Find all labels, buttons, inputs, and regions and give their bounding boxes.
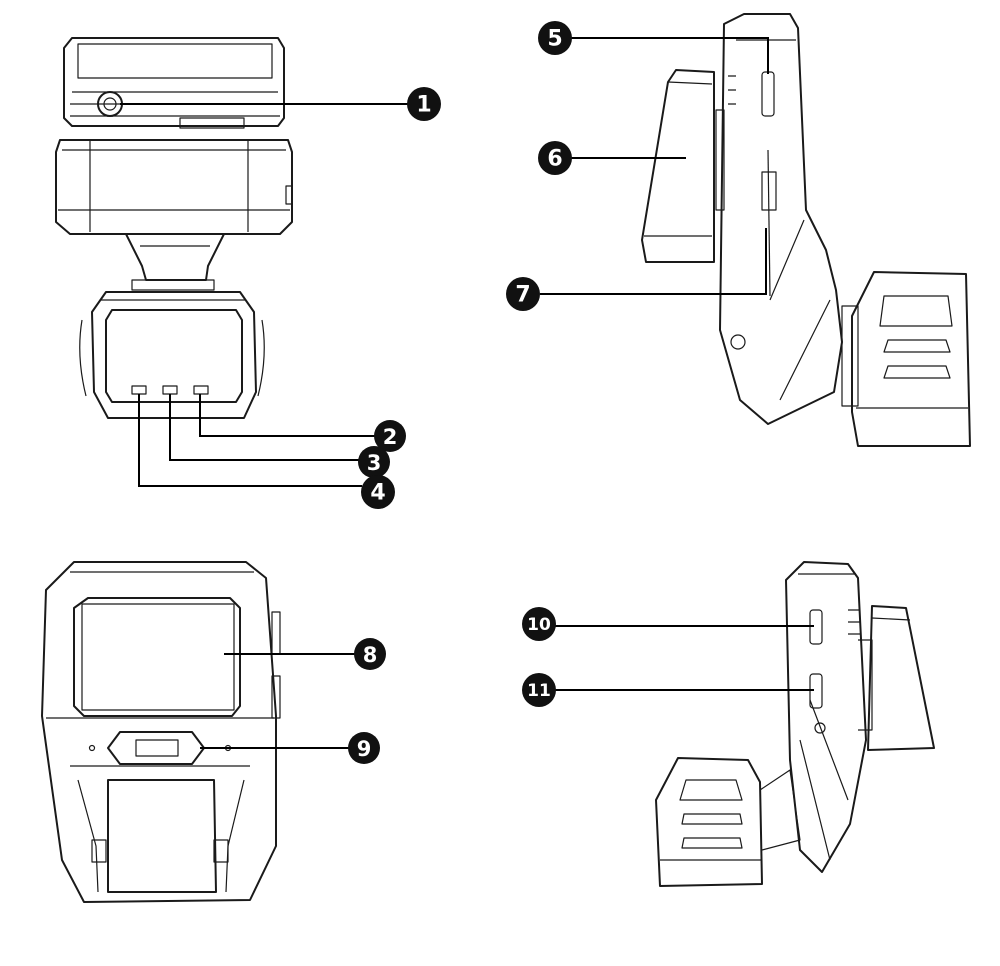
callout-1-label: 1 bbox=[416, 93, 431, 118]
callout-2-circle bbox=[374, 420, 406, 452]
view-side-left bbox=[655, 561, 935, 887]
callout-5-label: 5 bbox=[547, 27, 562, 52]
callout-7: 7 bbox=[506, 277, 540, 311]
callout-2-label: 2 bbox=[383, 425, 398, 449]
callout-11: 11 bbox=[522, 673, 556, 707]
leader-4 bbox=[138, 394, 362, 487]
leader-3 bbox=[169, 394, 360, 461]
callout-10-circle bbox=[522, 607, 556, 641]
leader-2 bbox=[199, 394, 376, 437]
callout-1: 1 bbox=[407, 87, 441, 121]
callout-11-circle bbox=[522, 673, 556, 707]
leader-7 bbox=[540, 228, 767, 295]
callout-7-circle bbox=[506, 277, 540, 311]
callout-8-circle bbox=[354, 638, 386, 670]
callout-9: 9 bbox=[348, 732, 380, 764]
callout-1-circle bbox=[407, 87, 441, 121]
callout-4: 4 bbox=[361, 475, 395, 509]
view-front bbox=[55, 37, 293, 419]
leader-lines bbox=[120, 37, 814, 749]
callout-4-circle bbox=[361, 475, 395, 509]
callout-6-circle bbox=[538, 141, 572, 175]
callout-6-label: 6 bbox=[547, 147, 562, 172]
callout-2: 2 bbox=[374, 420, 406, 452]
callout-10-label: 10 bbox=[527, 615, 551, 635]
callout-8: 8 bbox=[354, 638, 386, 670]
callout-11-label: 11 bbox=[527, 681, 551, 701]
callout-8-label: 8 bbox=[363, 643, 378, 667]
callout-10: 10 bbox=[522, 607, 556, 641]
callout-3: 3 bbox=[358, 446, 390, 478]
callout-4-label: 4 bbox=[370, 481, 385, 506]
callout-3-circle bbox=[358, 446, 390, 478]
leader-5 bbox=[570, 37, 769, 74]
callout-6: 6 bbox=[538, 141, 572, 175]
callout-3-label: 3 bbox=[367, 451, 382, 475]
view-side-right bbox=[641, 13, 971, 447]
callout-5-circle bbox=[538, 21, 572, 55]
callout-7-label: 7 bbox=[515, 283, 530, 308]
callout-9-label: 9 bbox=[357, 737, 372, 761]
callout-9-circle bbox=[348, 732, 380, 764]
view-back bbox=[41, 561, 281, 903]
callout-5: 5 bbox=[538, 21, 572, 55]
